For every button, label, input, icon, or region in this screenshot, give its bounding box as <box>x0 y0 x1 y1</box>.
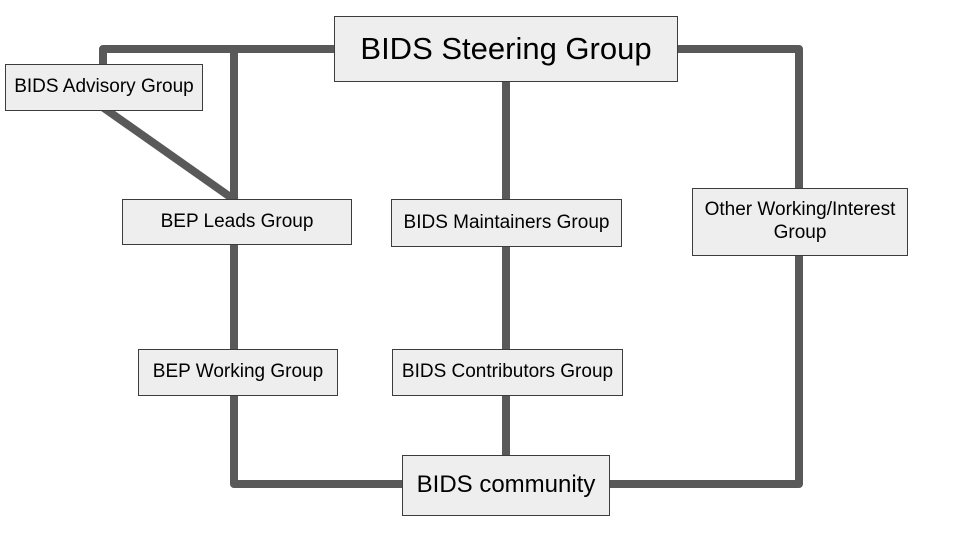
node-bids-maintainers-group: BIDS Maintainers Group <box>391 199 622 247</box>
connector-outer-loop <box>99 45 803 488</box>
node-bep-working-group: BEP Working Group <box>138 349 338 396</box>
node-other-working-interest-group: Other Working/Interest Group <box>692 188 908 256</box>
node-bids-contributors-group: BIDS Contributors Group <box>392 349 623 396</box>
node-bids-advisory-group: BIDS Advisory Group <box>5 64 203 111</box>
connector-advisory-diagonal <box>98 102 239 205</box>
node-bep-leads-group: BEP Leads Group <box>122 199 352 245</box>
node-bids-steering-group: BIDS Steering Group <box>334 16 678 82</box>
node-bids-community: BIDS community <box>402 455 610 516</box>
